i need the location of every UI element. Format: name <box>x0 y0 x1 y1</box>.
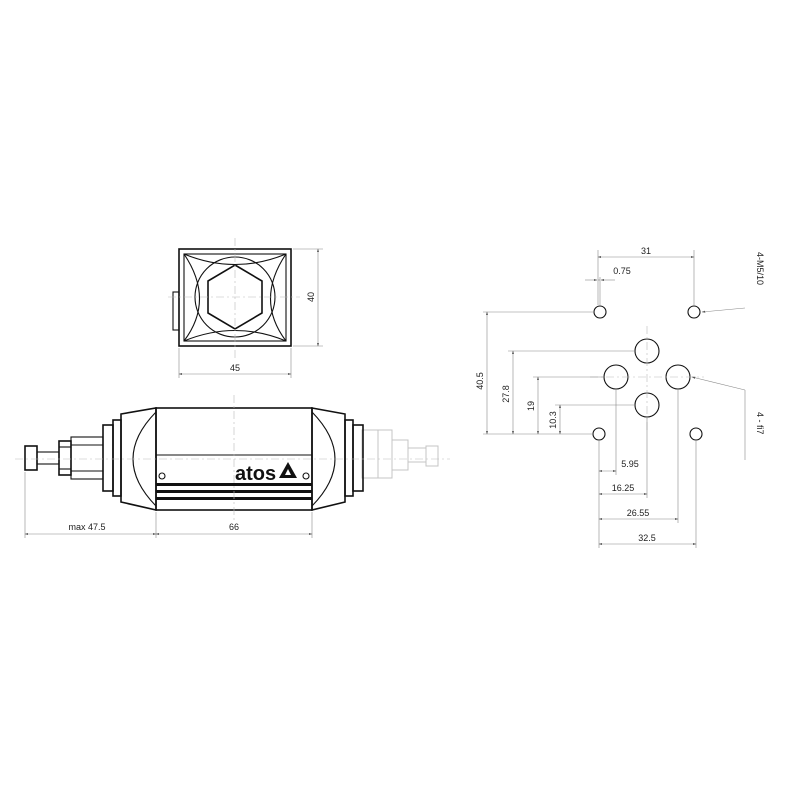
mount-hole <box>687 305 701 319</box>
dim-0-75: 0.75 <box>613 266 631 276</box>
dim-max-47-5: max 47.5 <box>68 522 105 532</box>
mounting-pattern: 31 0.75 4-M5/10 4 - fi7 40.5 27.8 19 10.… <box>475 246 765 548</box>
dim-32-5: 32.5 <box>638 533 656 543</box>
mount-hole <box>593 305 607 319</box>
dim-40-5: 40.5 <box>475 372 485 390</box>
dim-10-3: 10.3 <box>548 411 558 429</box>
right-cap <box>311 407 346 512</box>
dim-66: 66 <box>229 522 239 532</box>
dim-45: 45 <box>230 363 240 373</box>
label-hole-dia: 4 - fi7 <box>755 412 765 435</box>
adjust-knob <box>24 445 38 471</box>
mount-hole <box>689 427 703 441</box>
label-thread: 4-M5/10 <box>755 252 765 285</box>
dim-16-25: 16.25 <box>612 483 635 493</box>
dim-31: 31 <box>641 246 651 256</box>
top-view: 45 40 <box>168 238 323 378</box>
side-view: atos max 47.5 66 <box>15 395 450 538</box>
dim-27-8: 27.8 <box>501 385 511 403</box>
dim-26-55: 26.55 <box>627 508 650 518</box>
mount-hole <box>592 427 606 441</box>
logo-stripe <box>156 483 312 486</box>
brand-logo: atos <box>235 463 276 485</box>
dim-19: 19 <box>526 401 536 411</box>
dim-40: 40 <box>306 292 316 302</box>
dim-5-95: 5.95 <box>621 459 639 469</box>
